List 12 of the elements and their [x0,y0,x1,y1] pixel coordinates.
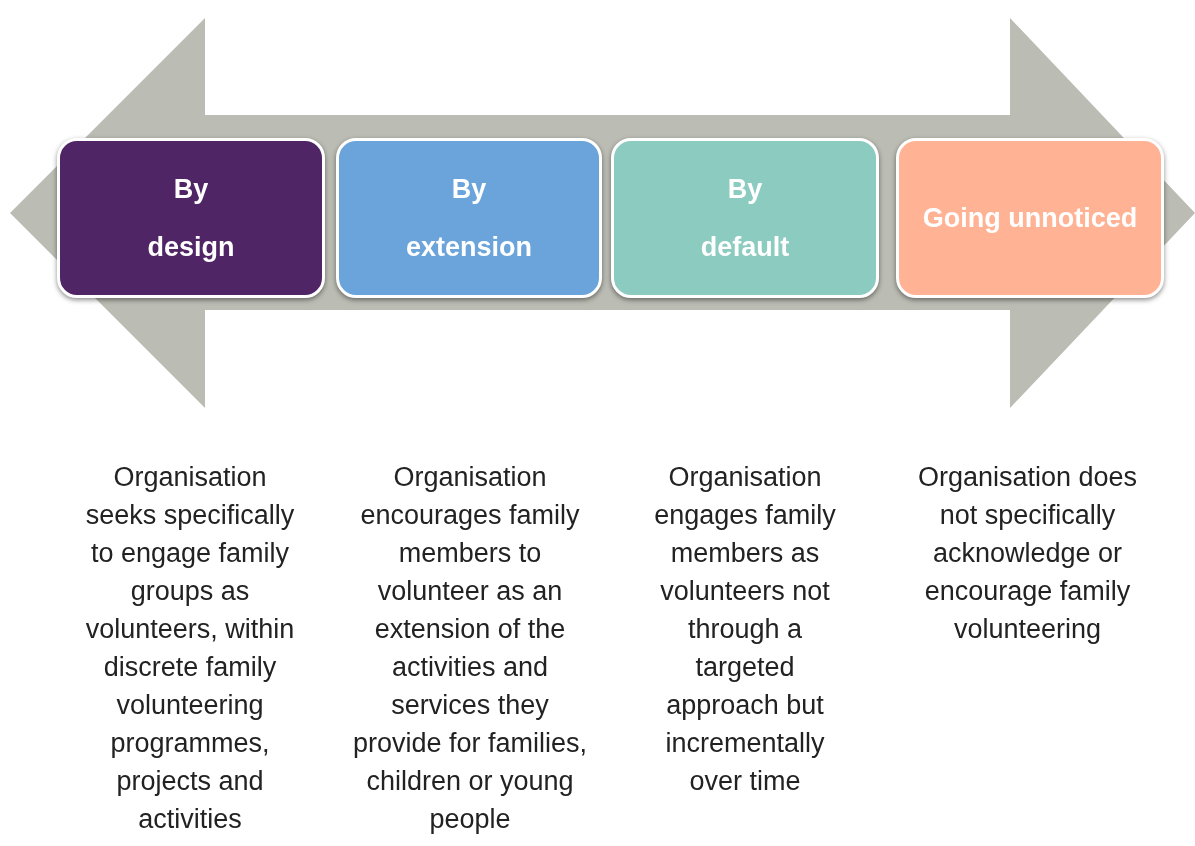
description-text: Organisation encourages family members to volunteer as an extension of the activities and services they provide for families, children or young people [351,461,589,836]
stage-box [336,138,602,298]
stage-title: By design [146,173,236,264]
stage-title: By extension [404,173,533,264]
stage-box [896,138,1164,298]
stage-box [611,138,879,298]
stage-box [57,138,325,298]
stage-title: By default [699,173,791,264]
description-text: Organisation seeks specifically to engage family groups as volunteers, within discrete family volunteering programmes, projects and activities [84,461,296,836]
stage-title: Going unnoticed [922,202,1138,235]
description-text: Organisation does not specifically acknowledge or encourage family volunteering [916,461,1139,646]
description-text: Organisation engages family members as volunteers not through a targeted approach but incrementally over time [653,461,837,798]
